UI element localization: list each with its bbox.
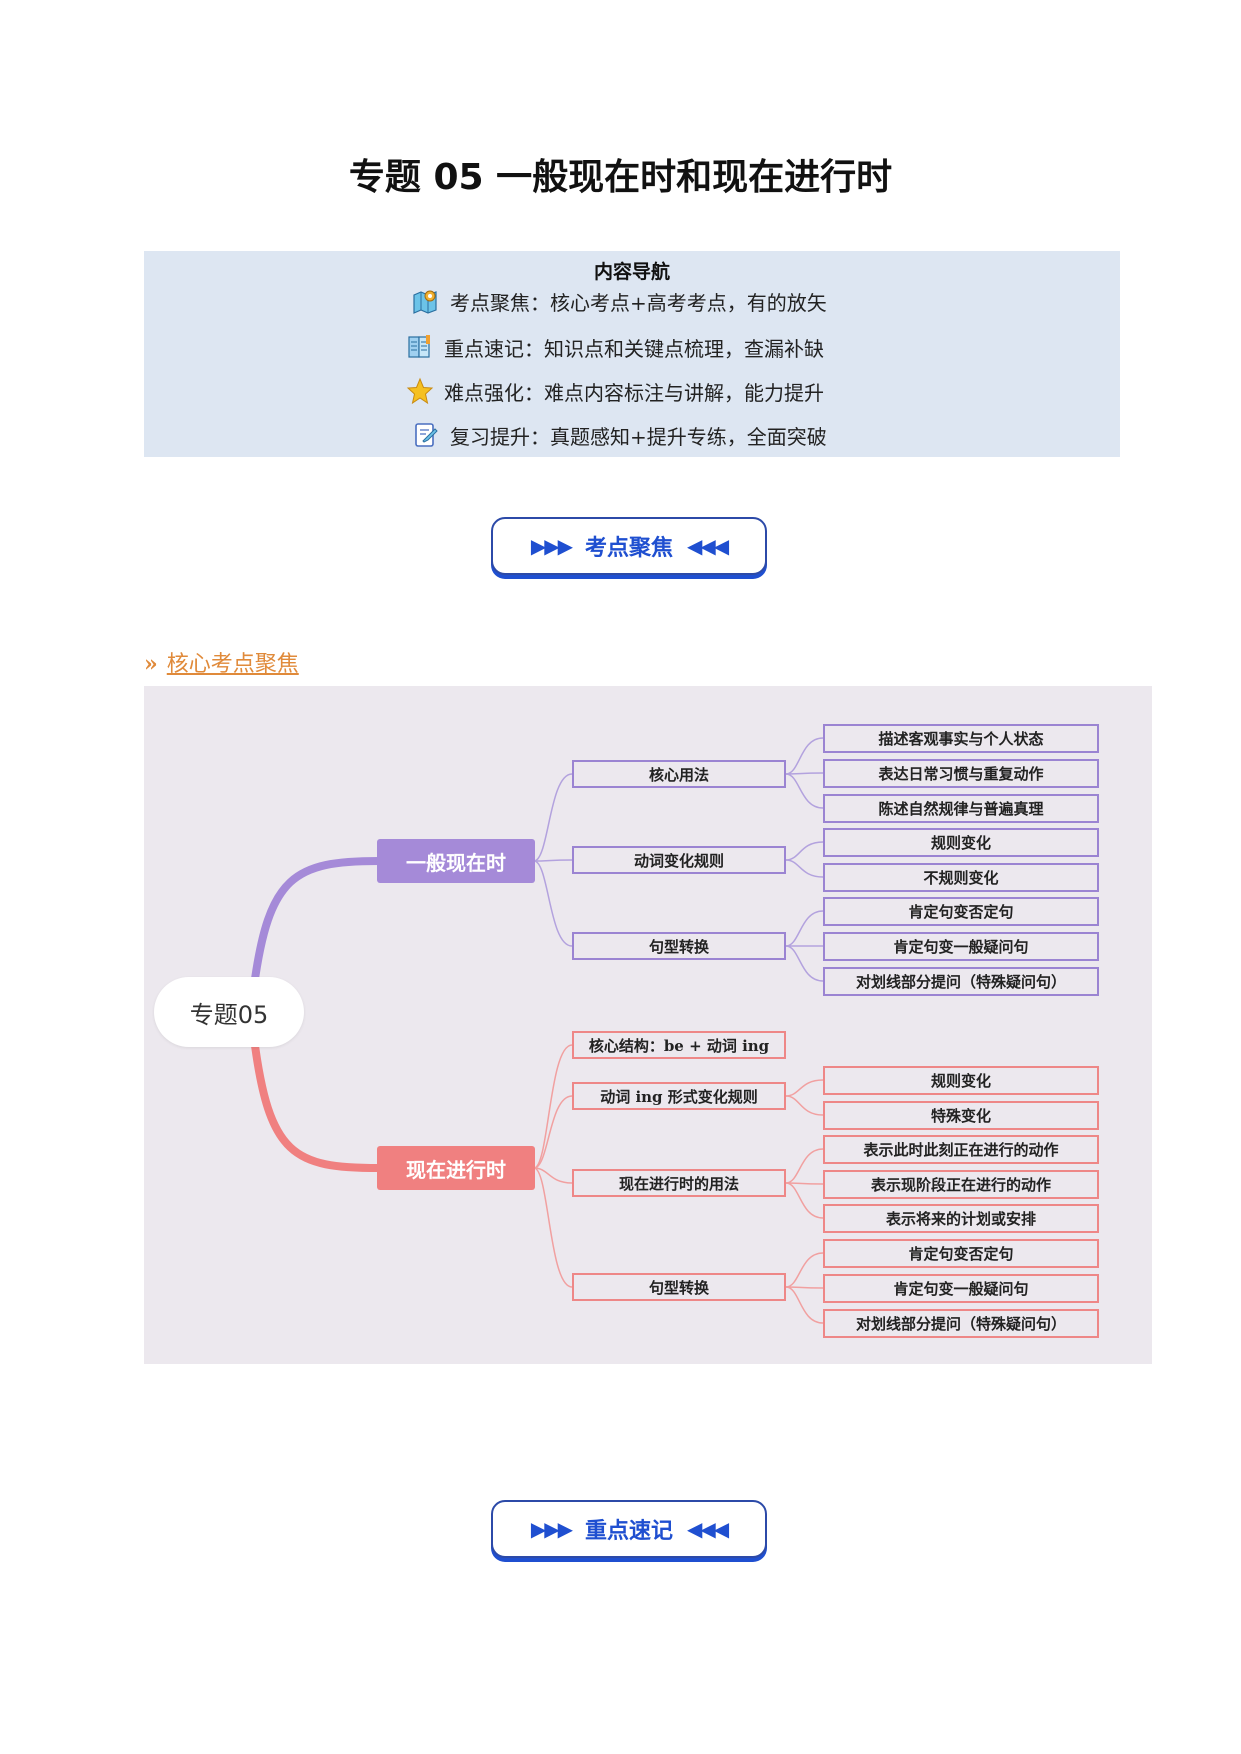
notepad-icon [412,421,440,449]
leaf-item: 规则变化 [823,1066,1099,1095]
leaf-item: 描述客观事实与个人状态 [823,724,1099,753]
leaf-item: 不规则变化 [823,863,1099,892]
double-chevron-icon: » [144,651,158,677]
node-verb-rules: 动词变化规则 [572,846,786,874]
nav-item-focus: 考点聚焦：核心考点+高考考点，有的放矢 [412,283,827,319]
arrow-right-icon: ▶▶▶ [530,534,573,558]
leaf-item: 对划线部分提问（特殊疑问句） [823,967,1099,996]
nav-item-label: 重点速记：知识点和关键点梳理，查漏补缺 [444,336,824,361]
leaf-item: 对划线部分提问（特殊疑问句） [823,1309,1099,1338]
leaf-item: 肯定句变否定句 [823,897,1099,926]
banner-label: 考点聚焦 [584,536,673,561]
arrow-left-icon: ◀◀◀ [687,1517,729,1541]
nav-item-label: 难点强化：难点内容标注与讲解，能力提升 [444,380,824,405]
leaf-item: 肯定句变一般疑问句 [823,932,1099,961]
focus-banner: ▶▶▶ 考点聚焦 ◀◀◀ [491,517,767,575]
node-sentence-transform: 句型转换 [572,932,786,960]
section-link-text[interactable]: 核心考点聚焦 [166,652,299,677]
leaf-item: 表达日常习惯与重复动作 [823,759,1099,788]
branch-present-continuous: 现在进行时 [377,1146,535,1190]
nav-item-difficulty: 难点强化：难点内容标注与讲解，能力提升 [406,373,824,409]
book-icon [406,333,434,361]
leaf-item: 规则变化 [823,828,1099,857]
arrow-left-icon: ◀◀◀ [687,534,729,558]
arrow-right-icon: ▶▶▶ [530,1517,573,1541]
leaf-item: 表示现阶段正在进行的动作 [823,1170,1099,1199]
page-title: 专题 05 一般现在时和现在进行时 [348,157,893,198]
map-icon [412,287,440,315]
nav-item-review: 复习提升：真题感知+提升专练，全面突破 [412,417,827,453]
nav-item-label: 考点聚焦：核心考点+高考考点，有的放矢 [450,290,827,315]
node-core-usage: 核心用法 [572,760,786,788]
leaf-item: 肯定句变一般疑问句 [823,1274,1099,1303]
node-continuous-usage: 现在进行时的用法 [572,1169,786,1197]
branch-simple-present: 一般现在时 [377,839,535,883]
content-navigation: 内容导航 考点聚焦：核心考点+高考考点，有的放矢 重点速记：知识点和关键点梳理，… [144,251,1120,457]
node-ing-rules: 动词 ing 形式变化规则 [572,1082,786,1110]
mind-map-connectors [250,737,824,1324]
section-link[interactable]: » 核心考点聚焦 [144,646,299,678]
leaf-item: 表示此时此刻正在进行的动作 [823,1135,1099,1164]
mind-map: 专题05 一般现在时 现在进行时 核心用法 动词变化规则 句型转换 描述客观事实… [144,686,1152,1364]
star-icon [406,377,434,405]
nav-heading: 内容导航 [593,261,670,283]
leaf-item: 特殊变化 [823,1101,1099,1130]
leaf-item: 陈述自然规律与普遍真理 [823,794,1099,823]
mind-map-root: 专题05 [154,977,304,1047]
banner-label: 重点速记 [584,1519,673,1544]
notes-banner: ▶▶▶ 重点速记 ◀◀◀ [491,1500,767,1558]
nav-item-label: 复习提升：真题感知+提升专练，全面突破 [450,424,827,449]
leaf-item: 肯定句变否定句 [823,1239,1099,1268]
leaf-item: 表示将来的计划或安排 [823,1204,1099,1233]
node-sentence-transform-2: 句型转换 [572,1273,786,1301]
node-core-structure: 核心结构：be + 动词 ing [572,1031,786,1059]
nav-item-notes: 重点速记：知识点和关键点梳理，查漏补缺 [406,329,824,365]
